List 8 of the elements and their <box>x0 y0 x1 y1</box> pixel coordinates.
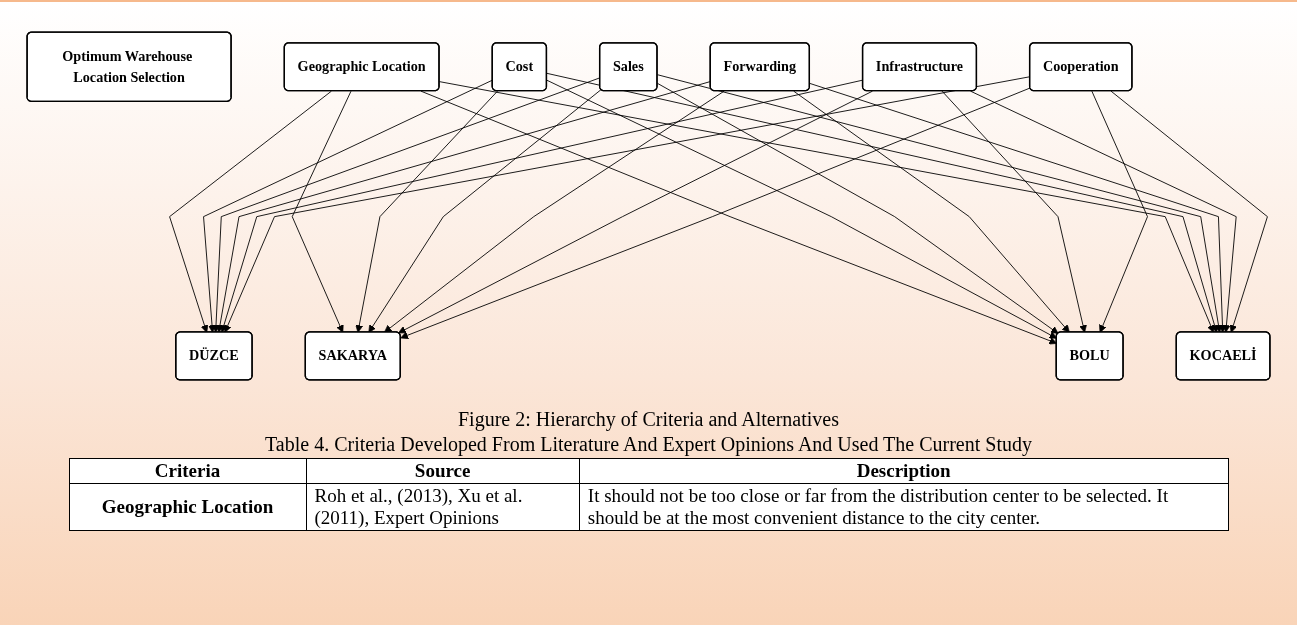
table-cell: Roh et al., (2013), Xu et al. (2011), Expert Opinions <box>306 483 580 531</box>
table-cell: Geographic Location <box>69 483 306 531</box>
column-header: Source <box>306 458 580 484</box>
column-header: Description <box>579 458 1228 484</box>
table-cell: It should not be too close or far from the distribution center to be selected. It should be at the most convenient distance to the city center. <box>579 483 1228 531</box>
table-title: Table 4. Criteria Developed From Literature And Expert Opinions And Used The Current Study <box>264 433 1033 456</box>
figure-caption: Figure 2: Hierarchy of Criteria and Alternatives <box>457 408 840 431</box>
column-header: Criteria <box>69 458 306 484</box>
